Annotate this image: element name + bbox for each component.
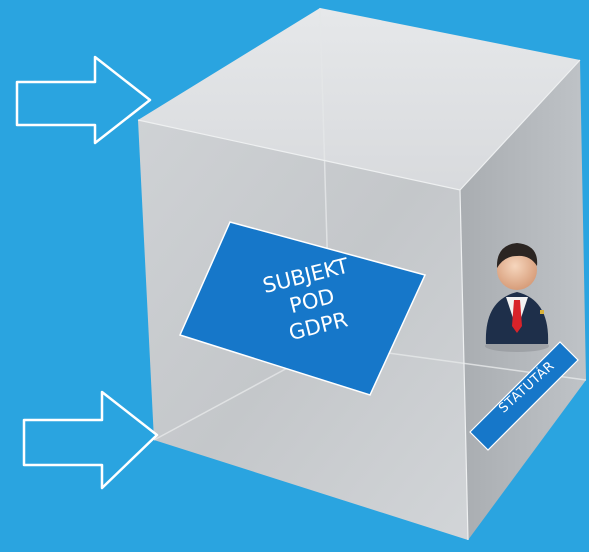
- businessman-icon: [485, 243, 549, 352]
- arrow-right-icon: [22, 390, 159, 490]
- subject-card: [178, 221, 427, 396]
- statutar-tag: [469, 341, 579, 451]
- arrow-right-icon: [15, 55, 152, 145]
- cube-top-face: [138, 8, 580, 190]
